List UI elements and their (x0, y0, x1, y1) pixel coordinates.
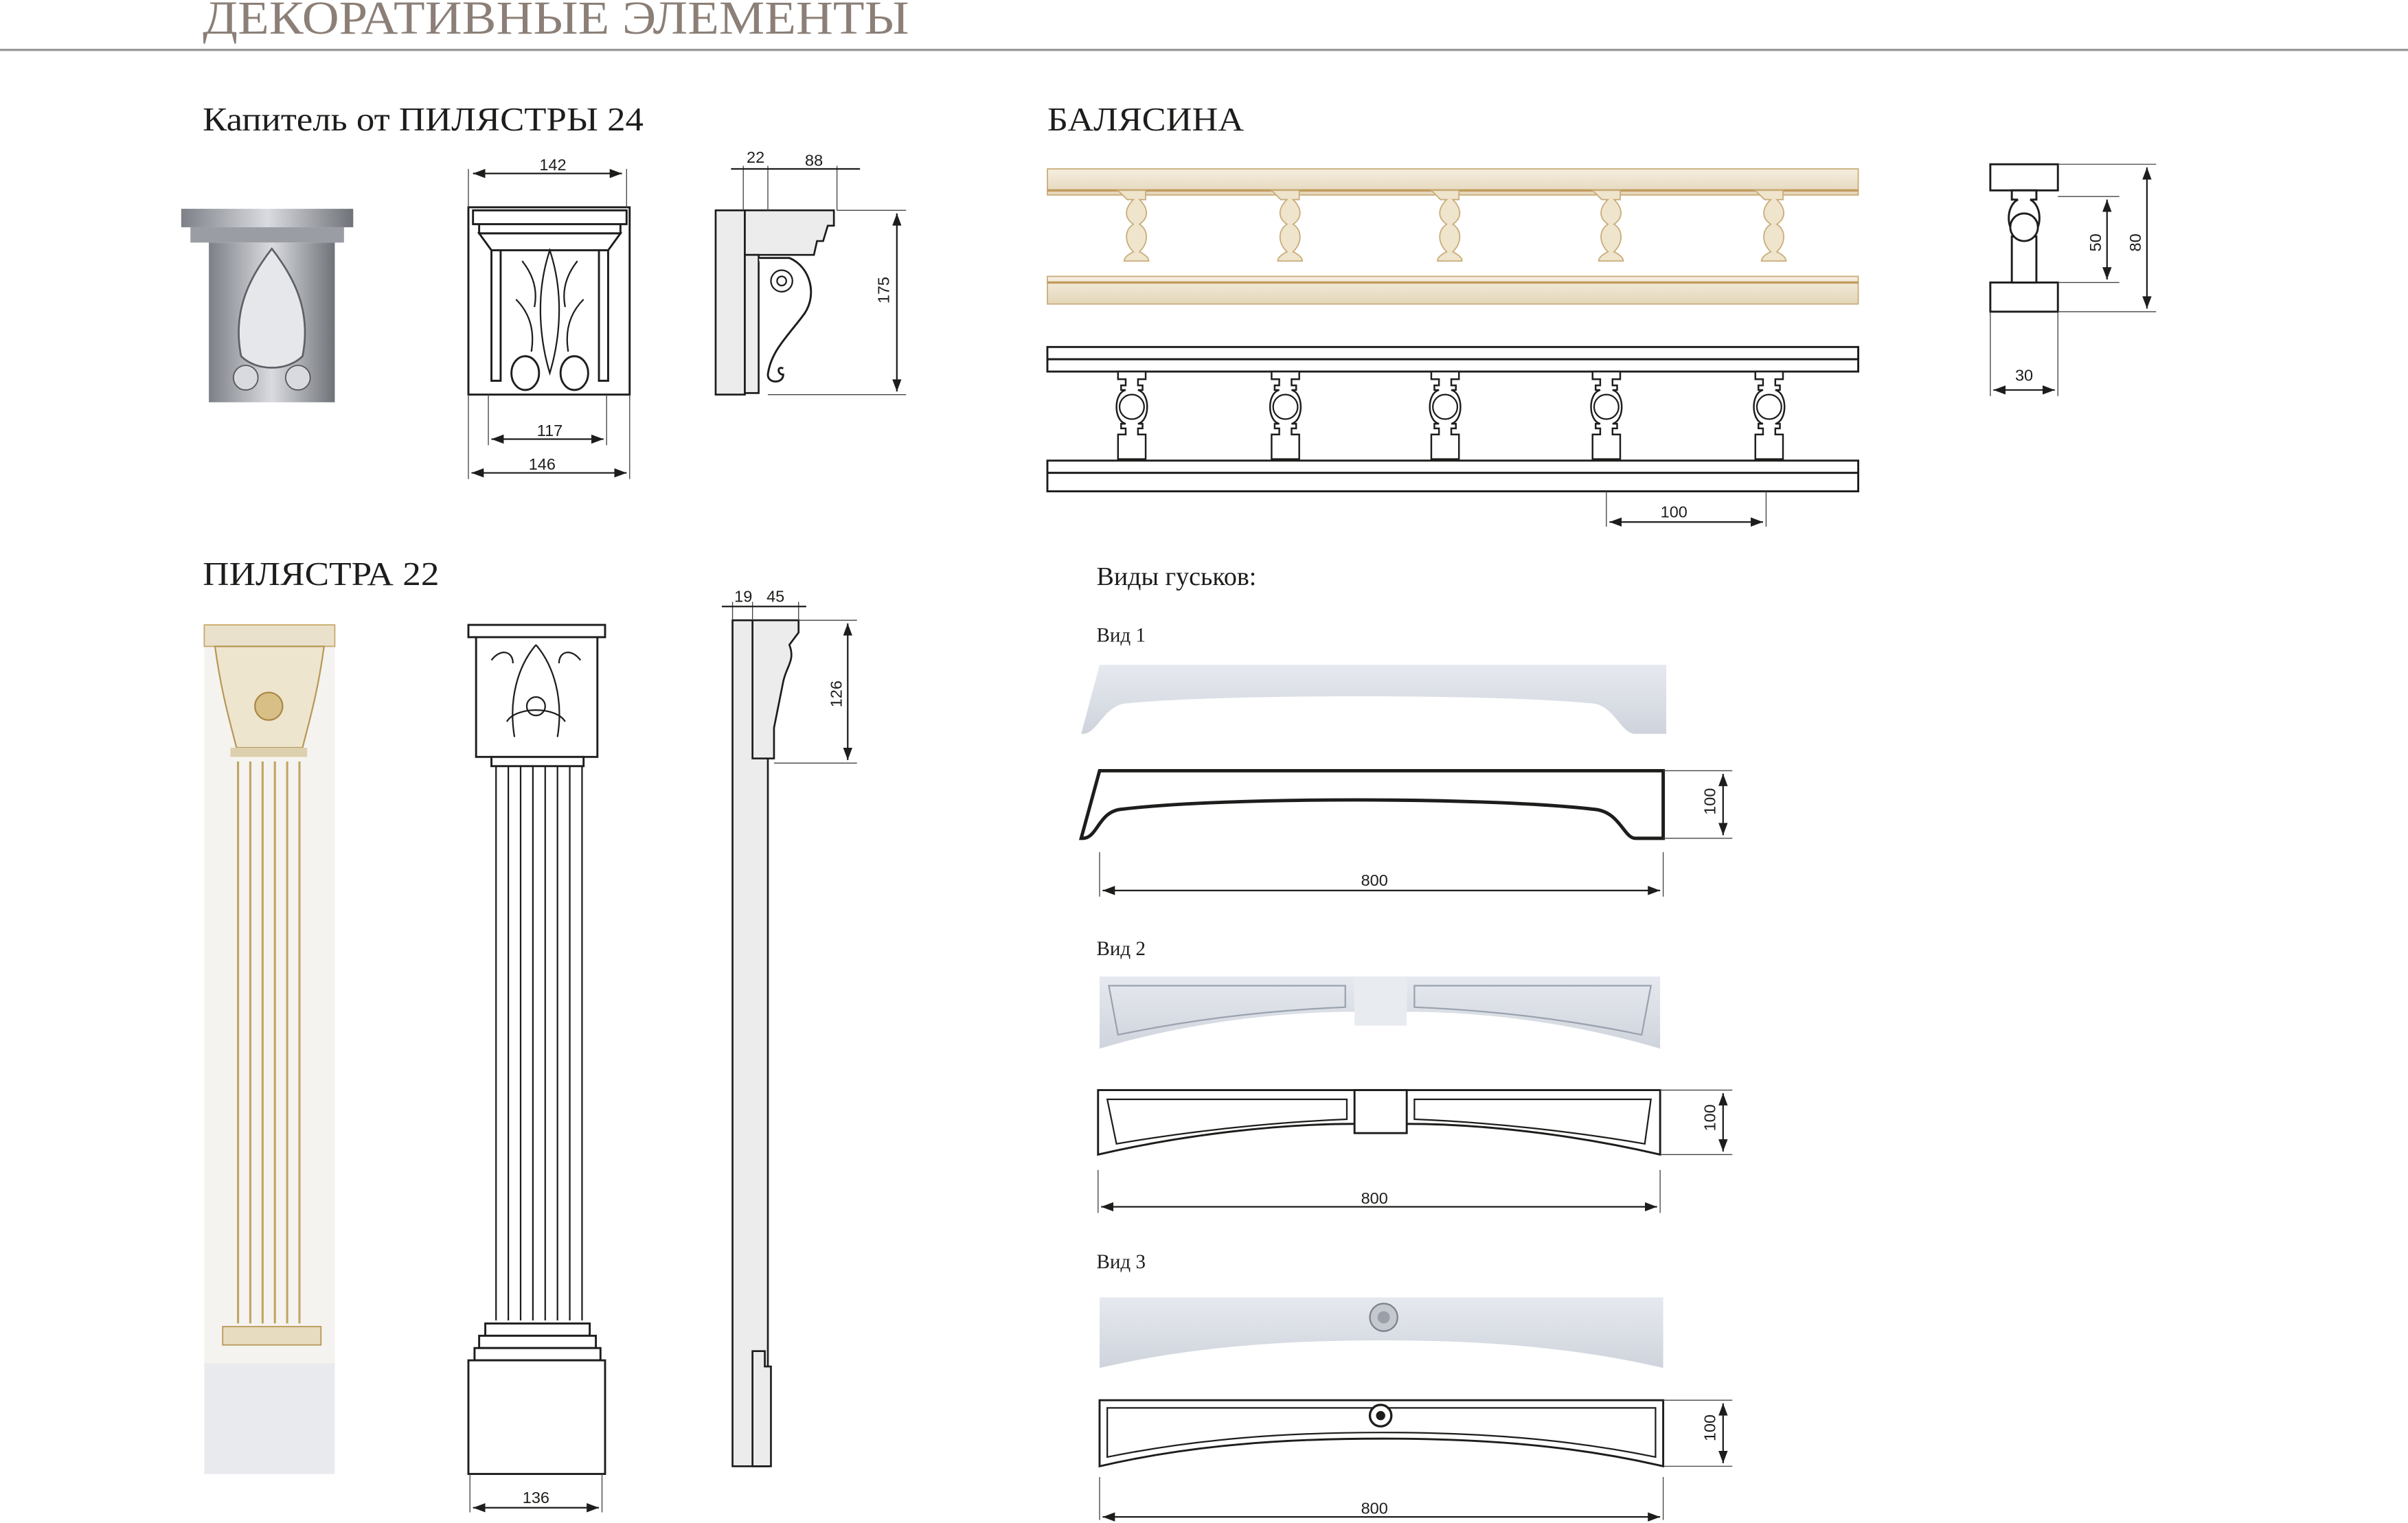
dim-pilaster-depth-b: 45 (766, 588, 784, 606)
page-title: ДЕКОРАТИВНЫЕ ЭЛЕМЕНТЫ (203, 0, 909, 44)
valance-type-3: Вид 3 100 800 (1097, 1251, 1733, 1522)
valance-3-length: 800 (1361, 1500, 1388, 1518)
valance-1-length: 800 (1361, 871, 1388, 889)
capital-front-drawing: 142 117 146 (467, 156, 631, 479)
pilaster-side-drawing: 19 45 126 (721, 588, 857, 1467)
dim-baluster-height: 80 (2126, 233, 2144, 251)
valance-2-length: 800 (1361, 1189, 1388, 1207)
valance-2-height: 100 (1701, 1104, 1719, 1131)
valance-3-height: 100 (1701, 1415, 1719, 1441)
dim-capital-inner-width: 117 (537, 422, 563, 439)
pilaster-photo (203, 624, 336, 1474)
dim-baluster-spacing: 100 (1661, 503, 1688, 521)
dim-pilaster-capital-height: 126 (827, 680, 845, 707)
valance-1-label: Вид 1 (1097, 625, 1146, 647)
balustrade-drawing: 100 (1046, 345, 1860, 527)
dim-baluster-width: 30 (2015, 367, 2033, 385)
baluster-single-drawing: 50 80 30 (1989, 163, 2157, 396)
capital-side-drawing: 22 88 175 (714, 148, 907, 396)
valance-1-drawing (1078, 769, 1666, 840)
valance-2-drawing (1097, 1089, 1661, 1156)
valance-type-2: Вид 2 100 800 (1097, 938, 1733, 1213)
valance-1-height: 100 (1701, 788, 1719, 815)
pilaster-title: ПИЛЯСТРА 22 (203, 555, 439, 593)
dim-capital-depth-a: 22 (747, 148, 764, 166)
valance-3-photo (1099, 1297, 1663, 1369)
baluster-title: БАЛЯСИНА (1047, 100, 1245, 138)
dim-baluster-inner-height: 50 (2087, 233, 2104, 251)
valance-3-label: Вид 3 (1097, 1251, 1146, 1273)
dim-capital-top-width: 142 (539, 156, 566, 174)
balustrade-photo (1047, 168, 1859, 305)
capital-photo (181, 209, 354, 402)
valance-1-photo (1081, 665, 1667, 734)
dim-pilaster-width: 136 (523, 1489, 549, 1507)
valance-2-label: Вид 2 (1097, 938, 1146, 960)
dim-capital-depth-b: 88 (805, 151, 823, 169)
dim-pilaster-depth-a: 19 (734, 588, 752, 606)
valances-title: Виды гуськов: (1097, 562, 1257, 591)
dim-capital-height: 175 (875, 277, 893, 304)
valance-type-1: Вид 1 100 800 (1078, 625, 1733, 897)
valance-2-photo (1099, 976, 1661, 1049)
pilaster-front-drawing: 136 (467, 623, 606, 1513)
valance-3-drawing (1098, 1399, 1665, 1468)
capital-title: Капитель от ПИЛЯСТРЫ 24 (203, 100, 644, 138)
dim-capital-bottom-width: 146 (529, 455, 556, 473)
